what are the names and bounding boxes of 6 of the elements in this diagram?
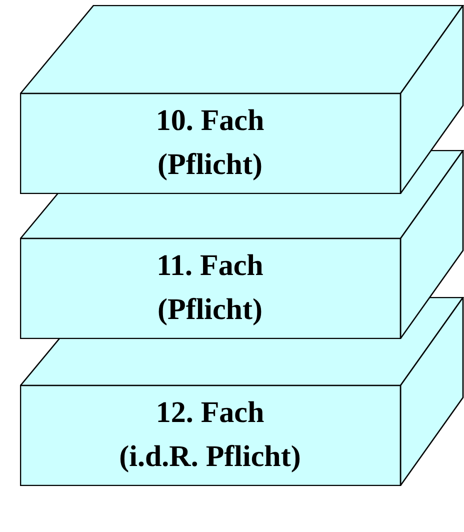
block-label: (Pflicht) (158, 292, 262, 328)
block-label: 10. Fach (156, 103, 264, 139)
block-label: (Pflicht) (158, 147, 262, 183)
block-label: 11. Fach (156, 248, 264, 284)
block-label: 12. Fach (156, 395, 264, 431)
block-label: (i.d.R. Pflicht) (119, 439, 301, 475)
